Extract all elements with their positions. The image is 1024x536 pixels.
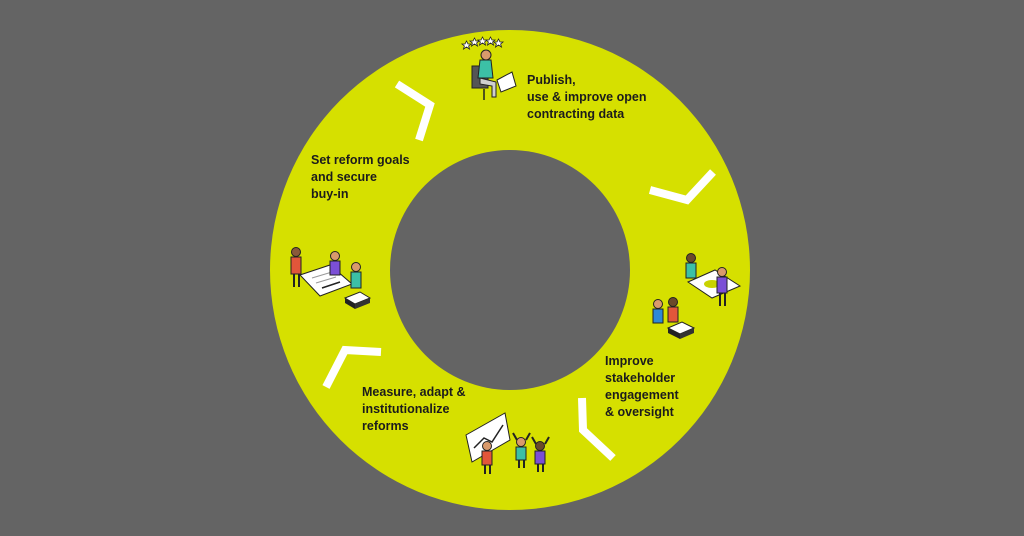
arrow-chevron-icon <box>648 169 716 205</box>
stage-label-engage: Improve stakeholder engagement & oversig… <box>605 354 679 419</box>
arrow-chevron-icon <box>578 397 616 461</box>
arrow-chevron-icon <box>394 80 435 142</box>
stage-label-measure: Measure, adapt & institutionalize reform… <box>362 385 466 433</box>
people-cheering-at-chart-icon <box>465 412 550 474</box>
arrow-chevron-icon <box>322 345 382 389</box>
people-reviewing-documents-icon <box>652 253 742 339</box>
people-signing-agreement-icon <box>290 247 372 309</box>
stage-label-goals: Set reform goals and secure buy-in <box>311 153 410 201</box>
inner-hole <box>390 150 630 390</box>
person-at-laptop-icon <box>460 36 517 100</box>
stage-label-publish: Publish, use & improve open contracting … <box>527 73 647 121</box>
